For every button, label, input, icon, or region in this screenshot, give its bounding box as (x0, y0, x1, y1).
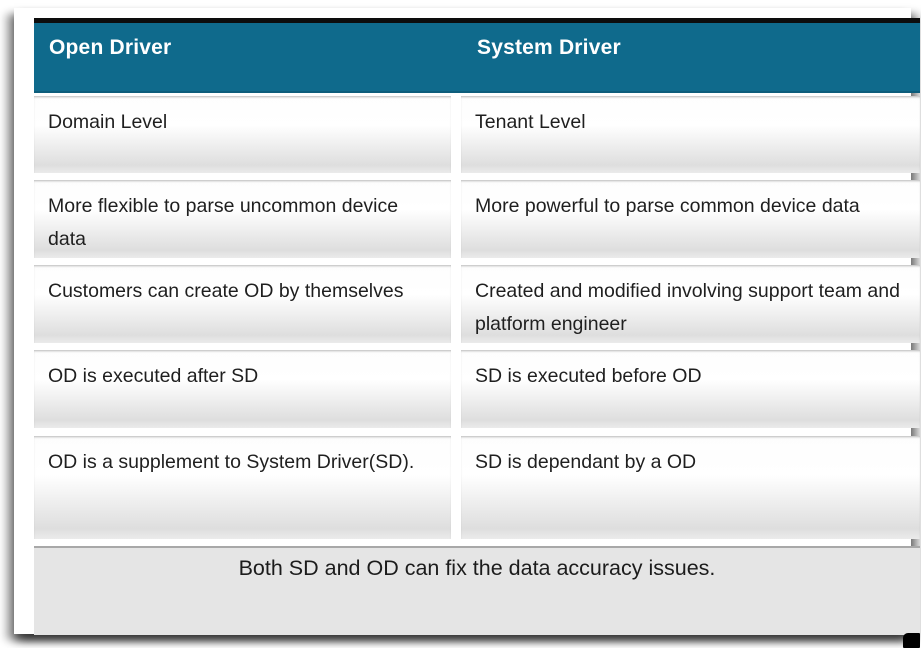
cell-open-driver: Domain Level (34, 96, 451, 173)
table-sheet: Open Driver System Driver Domain Level T… (14, 8, 920, 635)
cell-open-driver: OD is a supplement to System Driver(SD). (34, 436, 451, 539)
table-row: More flexible to parse uncommon device d… (34, 180, 920, 258)
cell-system-driver: Created and modified involving support t… (461, 265, 920, 343)
comparison-table: Open Driver System Driver Domain Level T… (34, 18, 920, 635)
table-row: Domain Level Tenant Level (34, 96, 920, 173)
header-cell-system-driver: System Driver (477, 36, 621, 59)
cell-open-driver: Customers can create OD by themselves (34, 265, 451, 343)
cell-open-driver: More flexible to parse uncommon device d… (34, 180, 451, 258)
corner-marker (903, 633, 920, 648)
header-cell-open-driver: Open Driver (49, 36, 172, 59)
table-row: OD is executed after SD SD is executed b… (34, 350, 920, 428)
table-header-row: Open Driver System Driver (34, 23, 920, 93)
table-top-border (34, 18, 920, 23)
table-footer-row: Both SD and OD can fix the data accuracy… (34, 546, 920, 635)
cell-system-driver: SD is dependant by a OD (461, 436, 920, 539)
cell-system-driver: More powerful to parse common device dat… (461, 180, 920, 258)
cell-system-driver: Tenant Level (461, 96, 920, 173)
cell-system-driver: SD is executed before OD (461, 350, 920, 428)
table-row: Customers can create OD by themselves Cr… (34, 265, 920, 343)
table-row: OD is a supplement to System Driver(SD).… (34, 436, 920, 539)
cell-open-driver: OD is executed after SD (34, 350, 451, 428)
footer-note: Both SD and OD can fix the data accuracy… (238, 556, 716, 580)
